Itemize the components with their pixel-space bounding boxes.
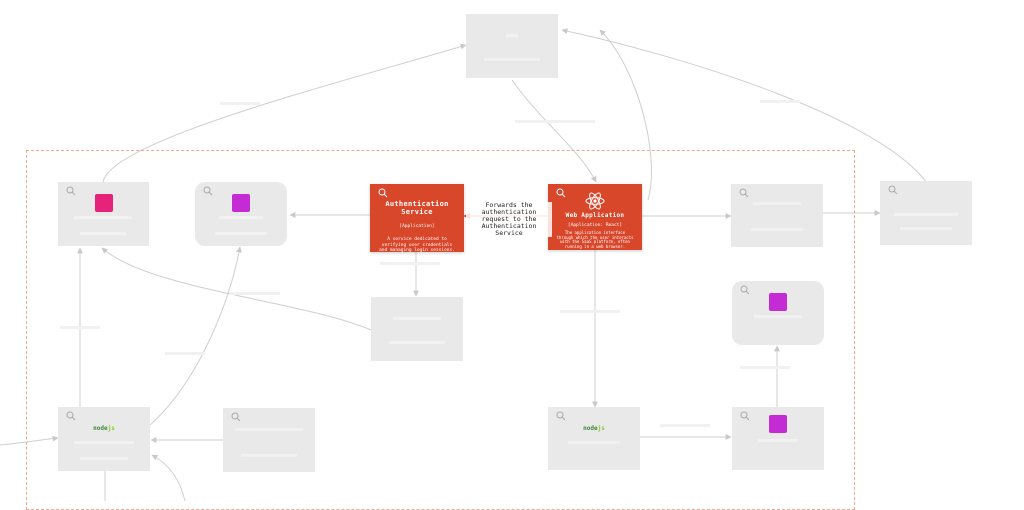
react-icon xyxy=(585,192,605,210)
aws-service-icon xyxy=(769,293,787,311)
node-technology: [Application] xyxy=(399,224,435,229)
faded-edge-label xyxy=(740,366,790,369)
authentication-service-node[interactable]: Authentication Service [Application] A s… xyxy=(370,184,464,252)
external-system-node[interactable] xyxy=(880,181,972,245)
nodejs-service-left-node[interactable]: nodejs xyxy=(58,407,150,471)
zoom-icon[interactable] xyxy=(739,188,749,198)
zoom-icon[interactable] xyxy=(66,186,76,196)
faded-edge-label xyxy=(560,310,620,313)
user-node[interactable] xyxy=(466,14,558,78)
faded-edge-label xyxy=(660,424,710,427)
edge-webapp-to-user xyxy=(599,29,652,201)
zoom-icon[interactable] xyxy=(888,185,898,195)
messaging-node[interactable] xyxy=(732,407,824,470)
user-profile-node[interactable] xyxy=(371,297,463,361)
edge-node-left-to-secondbox xyxy=(149,246,242,426)
edge-bottom-to-node-left xyxy=(151,454,186,501)
faded-edge-label xyxy=(760,100,800,103)
aws-service-icon xyxy=(94,194,113,212)
aws-service-icon xyxy=(769,415,787,433)
edge-label-forward-auth: Forwards the authentication request to t… xyxy=(466,202,552,237)
aws-service-icon xyxy=(232,194,250,212)
zoom-icon[interactable] xyxy=(556,188,566,198)
faded-edge-label xyxy=(220,102,260,105)
nodejs-logo: nodejs xyxy=(583,425,605,432)
edge-topleft-to-user xyxy=(102,43,467,183)
faded-edge-label xyxy=(230,292,280,295)
edge-external-to-node-left xyxy=(0,435,59,446)
secondary-store-node[interactable] xyxy=(732,281,824,345)
zoom-icon[interactable] xyxy=(66,411,76,421)
nodejs-service-right-node[interactable]: nodejs xyxy=(548,407,640,470)
faded-edge-label xyxy=(165,352,205,355)
email-service-node[interactable] xyxy=(731,184,823,247)
top-left-node[interactable] xyxy=(58,182,149,246)
zoom-icon[interactable] xyxy=(740,285,750,295)
edge-rightnode-to-user xyxy=(561,28,927,183)
node-technology: [Application: React] xyxy=(567,223,623,228)
edge-user-to-webapp xyxy=(511,79,597,183)
node-title: Web Application xyxy=(565,212,625,219)
zoom-icon[interactable] xyxy=(740,411,750,421)
data-store-node[interactable] xyxy=(195,182,287,246)
node-description: The application interface through which … xyxy=(556,230,634,249)
faded-edge-label xyxy=(60,326,100,329)
node-description: A service dedicated to verifying user cr… xyxy=(379,237,455,252)
node-title: Authentication Service xyxy=(385,200,449,216)
zoom-icon[interactable] xyxy=(378,188,388,198)
zoom-icon[interactable] xyxy=(231,412,241,422)
faded-edge-label xyxy=(515,120,595,123)
nodejs-logo: nodejs xyxy=(93,425,115,432)
zoom-icon[interactable] xyxy=(203,186,213,196)
zoom-icon[interactable] xyxy=(556,411,566,421)
faded-edge-label xyxy=(380,262,440,265)
web-application-node[interactable]: Web Application [Application: React] The… xyxy=(548,184,642,250)
analytics-node[interactable] xyxy=(223,408,315,472)
